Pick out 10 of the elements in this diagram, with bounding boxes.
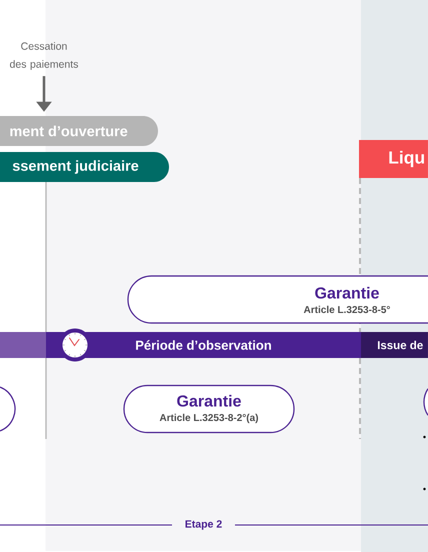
pill-label: Garantie Article L.3253-8-5°: [127, 275, 428, 324]
phase-header: Liqu: [359, 140, 428, 178]
pill-outline: [423, 388, 428, 416]
pill-label: Garantie Article L.3253-8-2°(a): [123, 384, 295, 434]
timeline-band: Issue de: [361, 332, 428, 358]
note-text: Cessation des paiements: [10, 42, 78, 70]
step-label: Etape 2: [186, 520, 222, 530]
pill-outline: [0, 386, 16, 432]
pill-label: ssement judiciaire: [0, 152, 169, 182]
pill-label: ment d’ouverture: [0, 116, 158, 146]
